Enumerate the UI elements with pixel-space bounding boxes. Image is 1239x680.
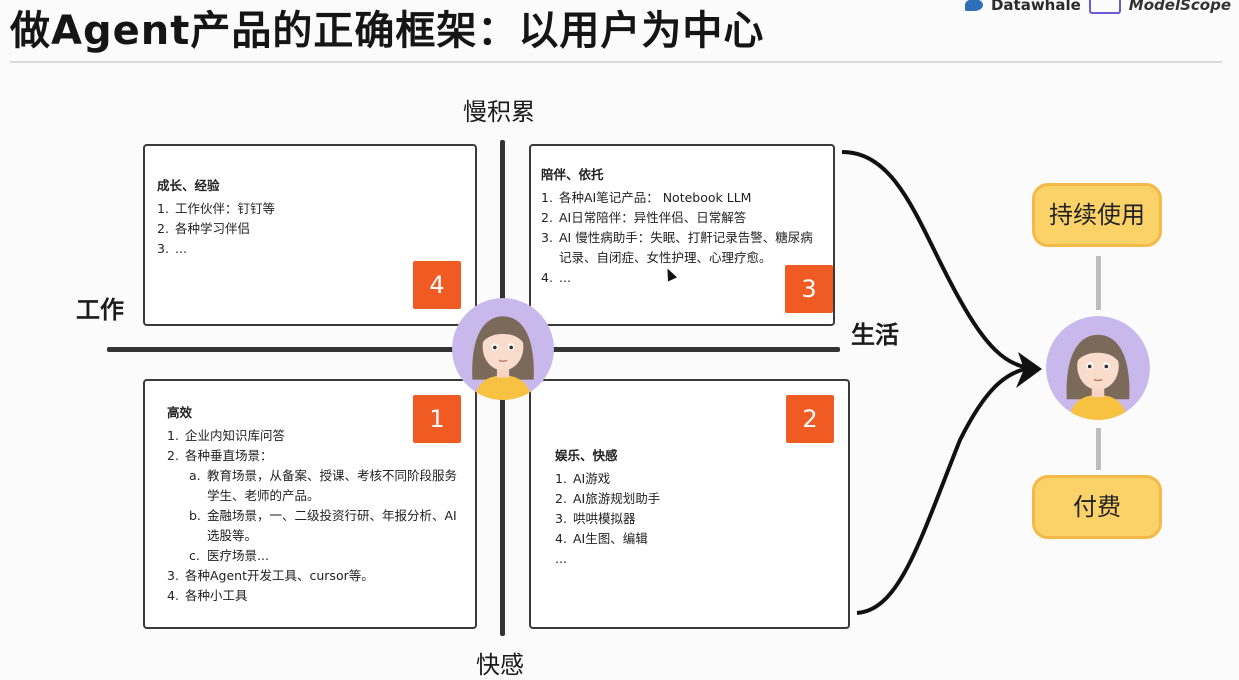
list-item: 1.AI游戏 <box>555 471 611 486</box>
list-item: 1.工作伙伴：钉钉等 <box>157 201 276 216</box>
axis-label-right: 生活 <box>851 321 899 349</box>
person-icon <box>1046 316 1150 420</box>
arrow-top <box>841 150 1031 370</box>
sub-list-item: c.医疗场景... <box>189 548 269 563</box>
avatar-center <box>452 298 554 400</box>
quadrant-3-badge: 3 <box>785 265 833 313</box>
person-icon <box>452 298 554 400</box>
quadrant-2-title: 娱乐、快感 <box>555 448 618 463</box>
quadrant-1-sublist: a.教育场景，从备案、授课、考核不同阶段服务学生、老师的产品。 b.金融场景，一… <box>167 466 461 566</box>
sub-list-item: a.教育场景，从备案、授课、考核不同阶段服务学生、老师的产品。 <box>189 468 458 503</box>
list-item: 4.... <box>541 270 571 285</box>
datawhale-logo-icon <box>964 0 983 11</box>
title-divider <box>10 61 1222 63</box>
datawhale-logo-text: Datawhale <box>990 0 1081 14</box>
list-item: 3.各种Agent开发工具、cursor等。 <box>167 568 374 583</box>
connector-top <box>1096 256 1101 310</box>
outcome-continuous-use: 持续使用 <box>1032 183 1162 247</box>
list-item: 2.各种学习伴侣 <box>157 221 251 236</box>
quadrant-2-ellipsis: ... <box>555 551 567 566</box>
list-item: 3.哄哄模拟器 <box>555 511 636 526</box>
list-item: 1.企业内知识库问答 <box>167 428 286 443</box>
modelscope-logo-text: ModelScope <box>1128 0 1231 14</box>
connector-bottom <box>1096 428 1101 470</box>
modelscope-logo-icon <box>1088 0 1121 14</box>
arrow-head-icon <box>1016 352 1042 388</box>
list-item: 3.AI 慢性病助手：失眠、打鼾记录告警、糖尿病记录、自闭症、女性护理、心理疗愈… <box>541 230 813 265</box>
quadrant-3-title: 陪伴、依托 <box>541 167 604 182</box>
quadrant-4-badge: 4 <box>413 261 461 309</box>
quadrant-3-box: 陪伴、依托 1.各种AI笔记产品： Notebook LLM 2.AI日常陪伴：… <box>529 144 835 326</box>
axis-label-left: 工作 <box>76 296 124 324</box>
list-item: 1.各种AI笔记产品： Notebook LLM <box>541 190 752 205</box>
sub-list-item: b.金融场景，一、二级投资行研、年报分析、AI选股等。 <box>189 508 457 543</box>
list-item: 3.... <box>157 241 187 256</box>
axis-label-bottom: 快感 <box>476 651 524 679</box>
header-logos: Datawhale ModelScope <box>964 0 1231 14</box>
quadrant-4-list: 1.工作伙伴：钉钉等 2.各种学习伴侣 3.... <box>157 199 463 259</box>
list-item: 4.各种小工具 <box>167 588 248 603</box>
axis-label-top: 慢积累 <box>463 98 535 126</box>
outcome-payment: 付费 <box>1032 475 1162 539</box>
quadrant-1-list: 1.企业内知识库问答 2.各种垂直场景： <box>167 426 461 466</box>
quadrant-2-badge: 2 <box>786 395 834 443</box>
list-item: 2.AI旅游规划助手 <box>555 491 661 506</box>
list-item: 2.AI日常陪伴：异性伴侣、日常解答 <box>541 210 747 225</box>
quadrant-4-title: 成长、经验 <box>157 178 220 193</box>
list-item: 4.AI生图、编辑 <box>555 531 648 546</box>
list-item: 2.各种垂直场景： <box>167 448 273 463</box>
page-title: 做Agent产品的正确框架：以用户为中心 <box>10 8 765 54</box>
quadrant-3-list: 1.各种AI笔记产品： Notebook LLM 2.AI日常陪伴：异性伴侣、日… <box>541 188 823 288</box>
quadrant-2-list: 1.AI游戏 2.AI旅游规划助手 3.哄哄模拟器 4.AI生图、编辑 <box>555 469 836 549</box>
arrow-bottom <box>856 366 1031 615</box>
quadrant-1-title: 高效 <box>167 405 193 420</box>
quadrant-1-list-continued: 3.各种Agent开发工具、cursor等。 4.各种小工具 <box>167 566 461 606</box>
avatar-right <box>1046 316 1150 420</box>
quadrant-1-badge: 1 <box>413 395 461 443</box>
